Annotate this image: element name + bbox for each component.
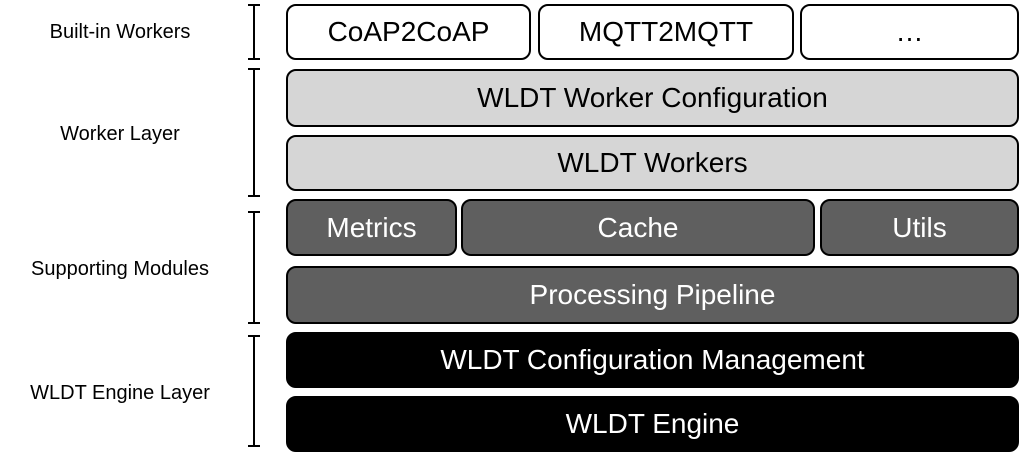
bracket-engine-layer — [248, 335, 265, 447]
box-more-workers: … — [800, 4, 1019, 60]
label-engine-layer: WLDT Engine Layer — [30, 382, 210, 404]
box-utils: Utils — [820, 199, 1019, 256]
box-configuration-management: WLDT Configuration Management — [286, 332, 1019, 388]
box-engine: WLDT Engine — [286, 396, 1019, 452]
label-built-in-workers: Built-in Workers — [49, 21, 191, 43]
box-metrics: Metrics — [286, 199, 457, 256]
box-coap2coap: CoAP2CoAP — [286, 4, 531, 60]
box-worker-configuration: WLDT Worker Configuration — [286, 69, 1019, 127]
bracket-worker-layer — [248, 68, 265, 197]
bracket-built-in-workers — [248, 4, 265, 60]
box-mqtt2mqtt: MQTT2MQTT — [538, 4, 794, 60]
label-supporting-modules: Supporting Modules — [31, 258, 209, 280]
bracket-supporting-modules — [248, 211, 265, 324]
box-workers: WLDT Workers — [286, 135, 1019, 191]
label-worker-layer: Worker Layer — [60, 123, 180, 145]
box-cache: Cache — [461, 199, 815, 256]
box-processing-pipeline: Processing Pipeline — [286, 266, 1019, 324]
